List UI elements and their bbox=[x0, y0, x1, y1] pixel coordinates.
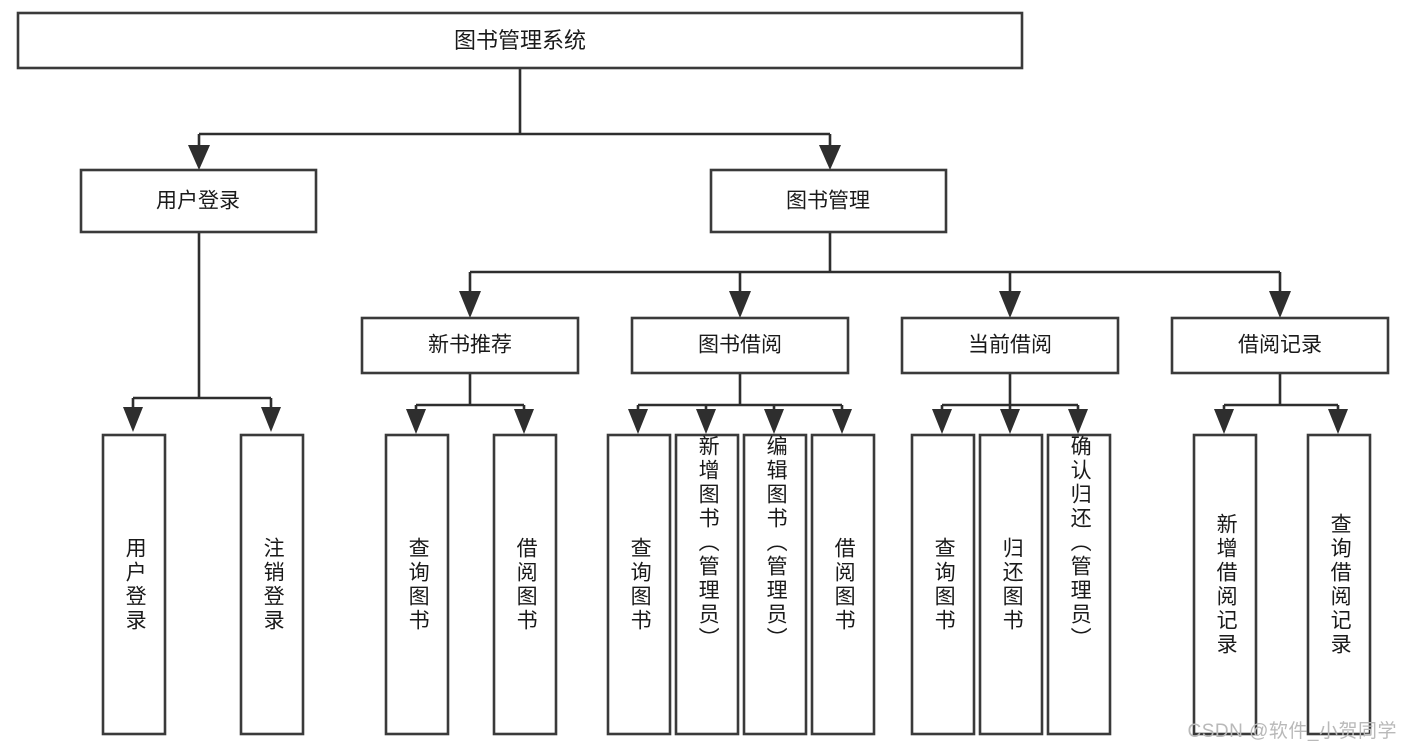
arrowhead-borrow-record-leaf-2 bbox=[1328, 409, 1348, 434]
node-book-manage-box[interactable] bbox=[709, 168, 948, 234]
node-current-borrow[interactable]: 当前借阅 bbox=[900, 316, 1120, 375]
node-root-box[interactable] bbox=[16, 11, 1024, 70]
arrowhead-to-book-manage bbox=[819, 145, 841, 170]
leaf-box-current-borrow-3[interactable] bbox=[1046, 433, 1112, 736]
leaf-box-book-borrow-2[interactable] bbox=[674, 433, 740, 736]
leaf-box-book-borrow-4[interactable] bbox=[810, 433, 876, 736]
node-user-login-label: 用户登录 bbox=[156, 190, 240, 213]
node-new-book-recommend-label: 新书推荐 bbox=[428, 334, 512, 357]
arrowhead-current-borrow-leaf-1 bbox=[932, 409, 952, 434]
connector-book-manage-trunk bbox=[468, 232, 1282, 296]
node-root-system[interactable]: 图书管理系统 bbox=[16, 11, 1024, 70]
leaf-box-book-borrow-3[interactable] bbox=[742, 433, 808, 736]
node-book-manage[interactable]: 图书管理 bbox=[709, 168, 948, 234]
connector-user-login-trunk bbox=[131, 232, 273, 412]
node-user-login-box[interactable] bbox=[79, 168, 318, 234]
leaf-box-new-book-2[interactable] bbox=[492, 433, 558, 736]
node-new-book-recommend[interactable]: 新书推荐 bbox=[360, 316, 580, 375]
leaf-box-current-borrow-2[interactable] bbox=[978, 433, 1044, 736]
node-book-manage-label: 图书管理 bbox=[786, 190, 870, 213]
arrowhead-user-login-leaf-2 bbox=[261, 407, 281, 432]
node-book-borrow-label: 图书借阅 bbox=[698, 334, 782, 357]
connector-root-trunk bbox=[197, 68, 832, 150]
arrowhead-to-borrow-record bbox=[1269, 291, 1291, 318]
node-new-book-recommend-box[interactable] bbox=[360, 316, 580, 375]
connector-borrow-record-trunk bbox=[1222, 373, 1340, 414]
arrowhead-new-book-leaf-2 bbox=[514, 409, 534, 434]
leaf-box-group bbox=[101, 433, 1372, 736]
arrowhead-borrow-record-leaf-1 bbox=[1214, 409, 1234, 434]
connector-current-borrow-trunk bbox=[940, 373, 1080, 414]
leaf-box-book-borrow-1[interactable] bbox=[606, 433, 672, 736]
node-book-borrow[interactable]: 图书借阅 bbox=[630, 316, 850, 375]
node-user-login[interactable]: 用户登录 bbox=[79, 168, 318, 234]
node-current-borrow-box[interactable] bbox=[900, 316, 1120, 375]
node-borrow-record-label: 借阅记录 bbox=[1238, 334, 1322, 357]
connector-group bbox=[123, 68, 1348, 434]
csdn-watermark: CSDN @软件_小贺同学 bbox=[1187, 721, 1397, 742]
arrowhead-user-login-leaf-1 bbox=[123, 407, 143, 432]
arrowhead-to-new-book bbox=[459, 291, 481, 318]
arrowhead-book-borrow-leaf-2 bbox=[696, 409, 716, 434]
arrowhead-current-borrow-leaf-3 bbox=[1068, 409, 1088, 434]
leaf-box-borrow-record-2[interactable] bbox=[1306, 433, 1372, 736]
leaf-box-borrow-record-1[interactable] bbox=[1192, 433, 1258, 736]
leaf-box-user-login-1[interactable] bbox=[101, 433, 167, 736]
node-borrow-record-box[interactable] bbox=[1170, 316, 1390, 375]
arrowhead-book-borrow-leaf-3 bbox=[764, 409, 784, 434]
leaf-box-user-login-2[interactable] bbox=[239, 433, 305, 736]
node-book-borrow-box[interactable] bbox=[630, 316, 850, 375]
node-current-borrow-label: 当前借阅 bbox=[968, 334, 1052, 357]
leaf-box-current-borrow-1[interactable] bbox=[910, 433, 976, 736]
node-root-label: 图书管理系统 bbox=[454, 28, 586, 53]
arrowhead-to-book-borrow bbox=[729, 291, 751, 318]
connector-new-book-trunk bbox=[414, 373, 526, 414]
arrowhead-new-book-leaf-1 bbox=[406, 409, 426, 434]
leaf-box-new-book-1[interactable] bbox=[384, 433, 450, 736]
arrowhead-current-borrow-leaf-2 bbox=[1000, 409, 1020, 434]
arrowhead-to-current-borrow bbox=[999, 291, 1021, 318]
arrowhead-book-borrow-leaf-1 bbox=[628, 409, 648, 434]
arrowhead-to-user-login bbox=[188, 145, 210, 170]
connector-book-borrow-trunk bbox=[636, 373, 844, 414]
arrowhead-book-borrow-leaf-4 bbox=[832, 409, 852, 434]
node-borrow-record[interactable]: 借阅记录 bbox=[1170, 316, 1390, 375]
